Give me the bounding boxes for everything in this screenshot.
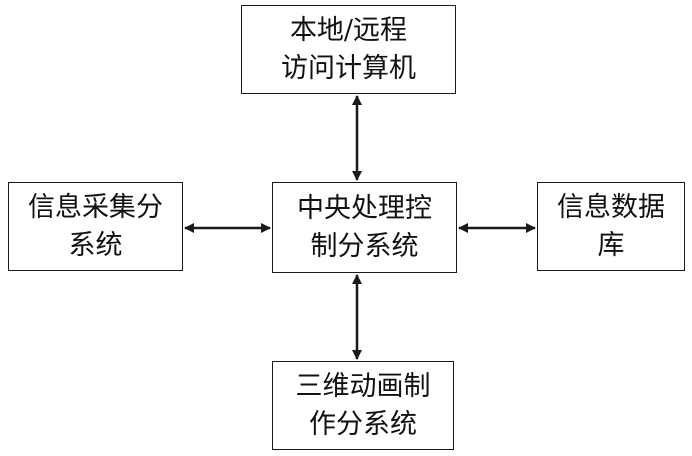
node-remote-access-computer: 本地/远程 访问计算机 bbox=[241, 5, 456, 94]
node-label-line: 本地/远程 bbox=[290, 12, 407, 50]
node-label-line: 中央处理控 bbox=[297, 190, 432, 228]
node-label-line: 三维动画制 bbox=[296, 368, 431, 406]
node-label-line: 制分系统 bbox=[311, 228, 419, 266]
node-label-line: 作分系统 bbox=[309, 406, 417, 444]
node-label-line: 访问计算机 bbox=[281, 50, 416, 88]
node-central-processing-subsystem: 中央处理控 制分系统 bbox=[272, 182, 457, 273]
node-info-collection-subsystem: 信息采集分 系统 bbox=[8, 182, 183, 271]
node-label-line: 库 bbox=[598, 227, 625, 265]
node-label-line: 系统 bbox=[69, 227, 123, 265]
node-label-line: 信息采集分 bbox=[28, 189, 163, 227]
node-label-line: 信息数据 bbox=[557, 189, 665, 227]
node-info-database: 信息数据 库 bbox=[537, 182, 685, 271]
node-3d-animation-subsystem: 三维动画制 作分系统 bbox=[272, 361, 454, 450]
